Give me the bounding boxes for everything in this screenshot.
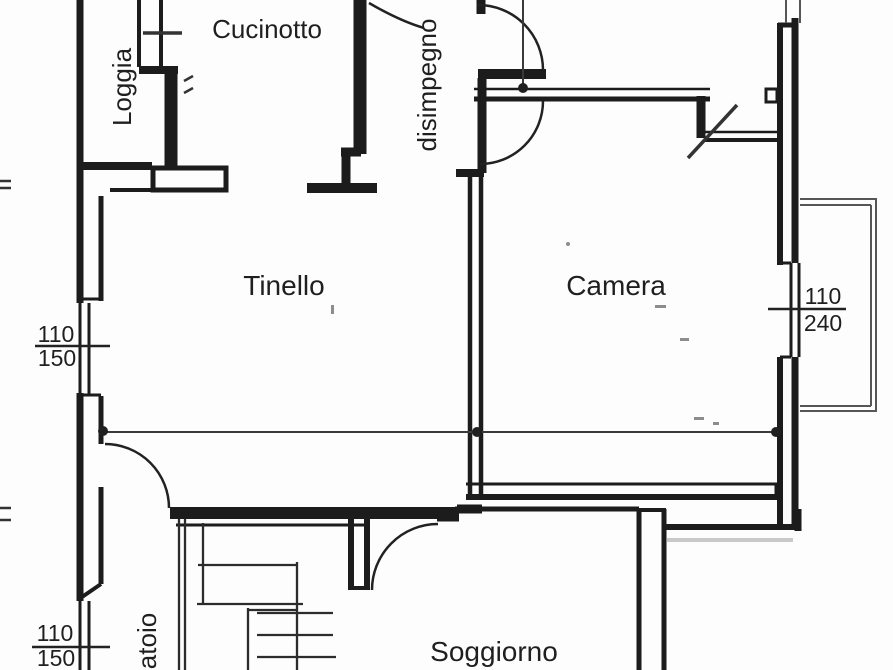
dimension-lines: [32, 307, 846, 649]
room-label-soggiorno: Soggiorno: [430, 636, 558, 667]
door-arc-lavatoio: [104, 442, 171, 509]
dimension-right-width: 110: [805, 283, 842, 309]
door-arc-cucinotto-disimpegno: [368, 1, 425, 30]
edge-tick-marks: [0, 31, 194, 522]
room-label-camera: Camera: [566, 270, 666, 301]
dimension-left-lower-height: 150: [37, 645, 75, 670]
walls-right: [777, 18, 801, 530]
door-arc-disimpegno-up: [477, 3, 545, 71]
door-arc-soggiorno: [370, 522, 439, 591]
balcony-outline: [785, 0, 877, 412]
dimension-left-upper-height: 150: [38, 345, 76, 371]
walls-left-and-loggia: [76, 0, 229, 670]
door-arc-camera: [479, 100, 545, 166]
walls-camera-bottom-and-soggiorno: [170, 482, 802, 670]
staircase: [177, 519, 336, 670]
room-label-tinello: Tinello: [243, 270, 324, 301]
dimension-left-lower-width: 110: [37, 620, 74, 646]
section-lines: [98, 0, 781, 437]
walls-cucinotto: [307, 0, 377, 193]
room-label-lavatoio-partial: atoio: [132, 613, 162, 669]
dimension-left-upper-width: 110: [38, 321, 75, 347]
room-label-cucinotto: Cucinotto: [212, 14, 322, 44]
opening-slash-mark: [686, 103, 739, 160]
scan-specks: [331, 242, 719, 425]
walls-disimpegno-and-divider: [456, 0, 779, 498]
room-label-loggia: Loggia: [107, 47, 137, 126]
room-label-disimpegno: disimpegno: [412, 19, 442, 152]
dimension-right-height: 240: [804, 310, 842, 336]
